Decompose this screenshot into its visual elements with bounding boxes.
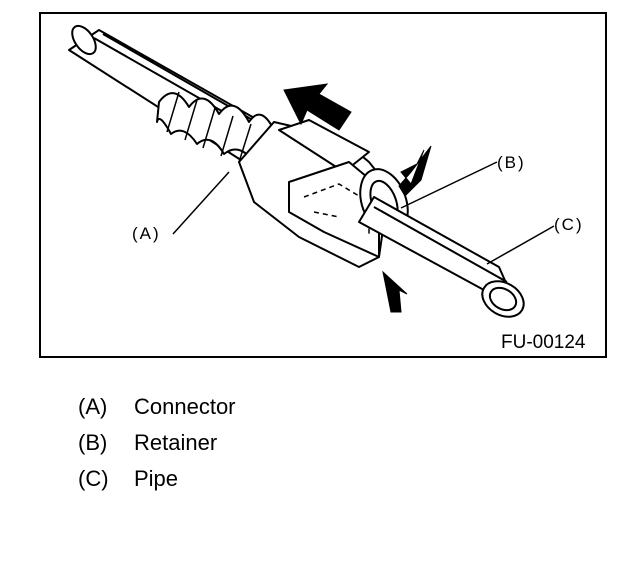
figure-code: FU-00124 — [501, 332, 586, 353]
legend-item: (B) Retainer — [78, 430, 236, 466]
leader-a — [172, 171, 230, 235]
connector-collar — [278, 119, 370, 173]
arrow-press-up — [382, 270, 408, 313]
hose-slot-2 — [102, 33, 278, 135]
legend-text: Connector — [134, 394, 236, 419]
legend-key: (C) — [78, 466, 109, 491]
leader-lines — [172, 161, 555, 265]
pipe-end-inner — [488, 286, 518, 312]
legend-item: (A) Connector — [78, 394, 236, 430]
pipe-top-edge — [373, 206, 508, 283]
callout-c: (C) — [554, 215, 584, 234]
legend-key: (A) — [78, 394, 108, 419]
figure-frame: (A) (B) (C) FU-00124 — [39, 12, 607, 358]
callout-a: (A) — [132, 224, 161, 243]
connector-dashed — [303, 183, 370, 237]
leader-b — [400, 161, 498, 209]
connector-illustration — [68, 24, 525, 318]
connector-block — [288, 161, 380, 258]
legend-item: (C) Pipe — [78, 466, 236, 502]
leader-c — [486, 225, 555, 265]
push-arrows — [283, 83, 432, 313]
arrow-push-up-left — [283, 83, 352, 131]
legend: (A) Connector (B) Retainer (C) Pipe — [78, 394, 236, 502]
legend-key: (B) — [78, 430, 108, 455]
legend-text: Pipe — [134, 466, 179, 491]
hose-left-end — [71, 24, 97, 56]
legend-text: Retainer — [134, 430, 218, 455]
callout-b: (B) — [497, 153, 526, 172]
barb-rib-lines — [166, 91, 252, 163]
arrow-press-down — [398, 145, 432, 197]
